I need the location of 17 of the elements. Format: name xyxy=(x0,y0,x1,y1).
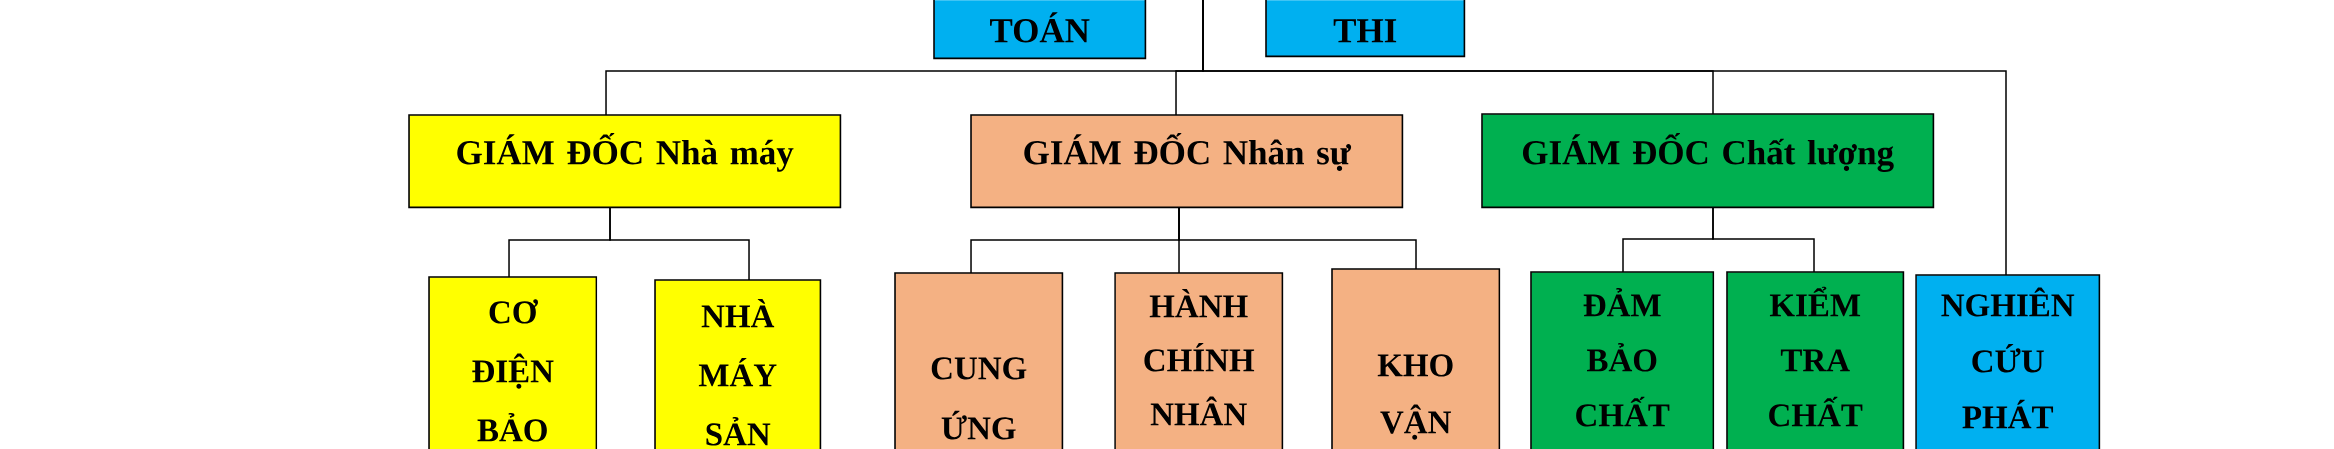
org-box: THI xyxy=(1265,0,1466,58)
connector-line xyxy=(1178,206,1417,270)
connector-line xyxy=(1202,0,2007,276)
org-box: NGHIÊN CỨU PHÁT xyxy=(1915,274,2101,449)
connector-line xyxy=(1712,206,1815,273)
org-box: GIÁM ĐỐC Chất lượng xyxy=(1481,113,1935,209)
org-box: TOÁN xyxy=(933,0,1147,60)
org-box: HÀNH CHÍNH NHÂN xyxy=(1114,272,1284,449)
org-box: CUNG ỨNG xyxy=(894,272,1064,449)
org-box: KHO VẬN xyxy=(1331,268,1501,449)
org-box: KIỂM TRA CHẤT xyxy=(1726,271,1905,449)
org-box: NHÀ MÁY SẢN xyxy=(654,279,822,449)
connector-line xyxy=(609,206,750,281)
org-box: ĐẢM BẢO CHẤT xyxy=(1530,271,1715,449)
org-box: CƠ ĐIỆN BẢO xyxy=(428,276,598,449)
org-box: GIÁM ĐỐC Nhà máy xyxy=(408,114,842,209)
org-box: GIÁM ĐỐC Nhân sự xyxy=(970,114,1404,209)
